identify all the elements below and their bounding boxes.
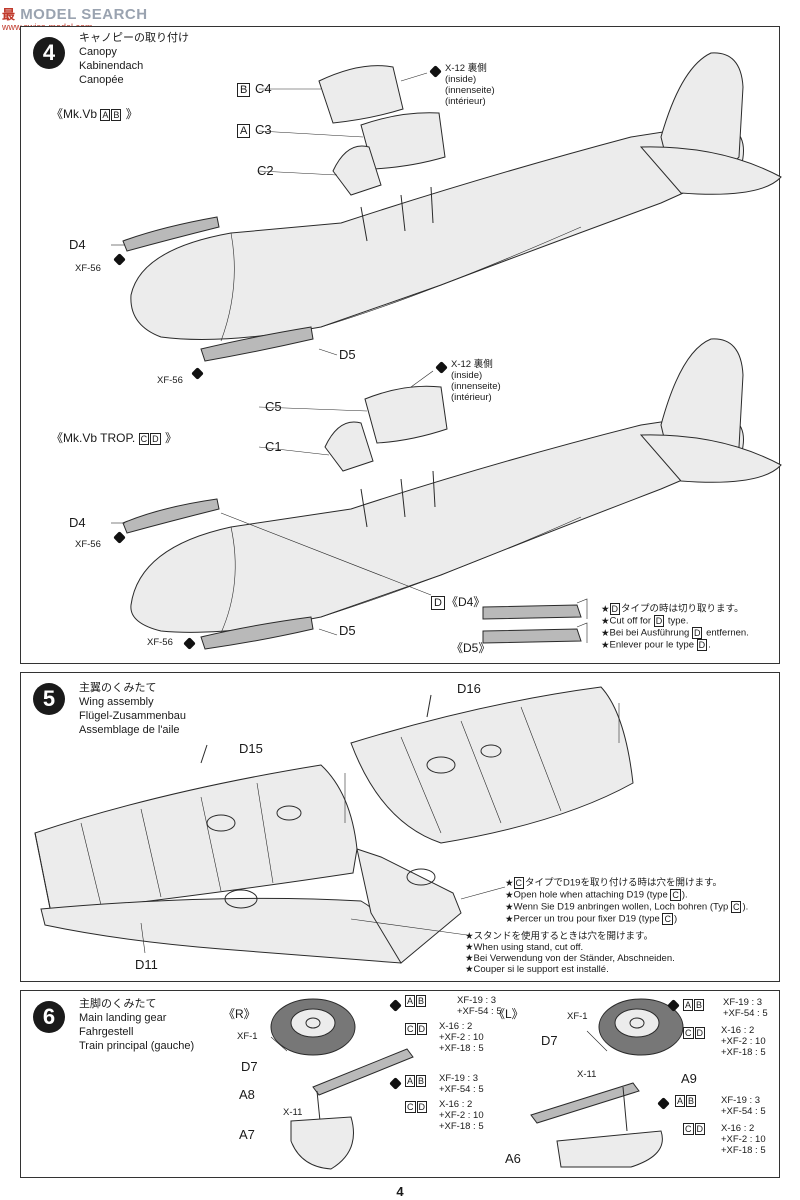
paint-l-1-values: XF-19 : 3+XF-54 : 5 <box>723 997 768 1019</box>
label-l-a6: A6 <box>505 1151 521 1166</box>
note-line: Enlever pour le type D. <box>601 639 749 651</box>
step4-title-en: Canopy <box>79 46 117 58</box>
paint-x12-top: X-12 裏側 (inside) (innenseite) (intérieur… <box>445 63 495 107</box>
note-line: Couper si le support est installé. <box>465 964 675 975</box>
step5-number: 5 <box>33 683 65 715</box>
label-xf56-bottom-a: XF-56 <box>75 539 101 550</box>
step4-title-fr: Canopée <box>79 74 124 86</box>
step5-panel: 5 主翼のくみたて Wing assembly Flügel-Zusammenb… <box>20 672 780 982</box>
note-line: Cut off for D type. <box>601 615 749 627</box>
label-r-x11: X-11 <box>283 1107 303 1118</box>
note-line: Wenn Sie D19 anbringen wollen, Loch bohr… <box>505 901 748 913</box>
label-c3: A C3 <box>237 122 272 138</box>
label-l-a9: A9 <box>681 1071 697 1086</box>
step5-stand-note: スタンドを使用するときは穴を開けます。 When using stand, cu… <box>465 931 675 975</box>
note-line: Percer un trou pour fixer D19 (type C) <box>505 913 748 925</box>
label-d16: D16 <box>457 681 481 696</box>
step5-title: 主翼のくみたて Wing assembly Flügel-Zusammenbau… <box>79 682 186 736</box>
label-d5-ref: 《D5》 <box>451 641 491 655</box>
watermark: 最 MODEL SEARCH <box>2 4 148 23</box>
step4-title: キャノピーの取り付け Canopy Kabinendach Canopée <box>79 31 189 87</box>
step4-title-jp: キャノピーの取り付け <box>79 32 189 44</box>
label-c1: C1 <box>265 439 282 454</box>
label-c4: B C4 <box>237 81 272 97</box>
label-l-d7: D7 <box>541 1033 558 1048</box>
label-r-a8: A8 <box>239 1087 255 1102</box>
label-r-a7: A7 <box>239 1127 255 1142</box>
paint-l-4-values: X-16 : 2+XF-2 : 10+XF-18 : 5 <box>721 1123 766 1156</box>
note-line: When using stand, cut off. <box>465 942 675 953</box>
label-c2: C2 <box>257 163 274 178</box>
label-c5: C5 <box>265 399 282 414</box>
paint-r-1-values: XF-19 : 3+XF-54 : 5 <box>457 995 502 1017</box>
paint-x12-bottom: X-12 裏側 (inside) (innenseite) (intérieur… <box>451 359 501 403</box>
label-xf56-bottom-b: XF-56 <box>147 637 173 648</box>
label-xf56-top-a: XF-56 <box>75 263 101 274</box>
note-line: Bei Verwendung von der Ständer, Abschnei… <box>465 953 675 964</box>
wing-assembly-drawing <box>34 686 634 964</box>
watermark-logo: 最 <box>2 7 16 22</box>
note-line: Open hole when attaching D19 (type C). <box>505 889 748 901</box>
note-line: スタンドを使用するときは穴を開けます。 <box>465 931 675 942</box>
paint-r-3-values: XF-19 : 3+XF-54 : 5 <box>439 1073 484 1095</box>
label-d5-bottom: D5 <box>339 623 356 638</box>
note-line: Bei bei Ausführung D entfernen. <box>601 627 749 639</box>
label-r-xf1: XF-1 <box>237 1031 258 1042</box>
step4-number: 4 <box>33 37 65 69</box>
label-l-x11: X-11 <box>577 1069 597 1080</box>
step4-title-de: Kabinendach <box>79 60 144 72</box>
paint-l-2-values: X-16 : 2+XF-2 : 10+XF-18 : 5 <box>721 1025 766 1058</box>
landing-gear-drawing <box>270 998 684 1170</box>
label-l-xf1: XF-1 <box>567 1011 588 1022</box>
label-right-gear: 《R》 <box>223 1007 256 1021</box>
label-d4-ref: D《D4》 <box>431 593 485 610</box>
label-d15: D15 <box>239 741 263 756</box>
step6-number: 6 <box>33 1001 65 1033</box>
paint-l-3-values: XF-19 : 3+XF-54 : 5 <box>721 1095 766 1117</box>
label-xf56-top-b: XF-56 <box>157 375 183 386</box>
label-d11: D11 <box>135 957 158 972</box>
label-r-d7: D7 <box>241 1059 258 1074</box>
watermark-text: MODEL SEARCH <box>20 6 148 23</box>
label-left-gear: 《L》 <box>493 1007 524 1021</box>
paint-r-4-values: X-16 : 2+XF-2 : 10+XF-18 : 5 <box>439 1099 484 1132</box>
label-d4-bottom: D4 <box>69 515 86 530</box>
step4-panel: 4 キャノピーの取り付け Canopy Kabinendach Canopée … <box>20 26 782 664</box>
label-d4-top: D4 <box>69 237 86 252</box>
label-d5-top: D5 <box>339 347 356 362</box>
page-number: 4 <box>396 1184 404 1199</box>
step6-title: 主脚のくみたて Main landing gear Fahrgestell Tr… <box>79 998 195 1052</box>
paint-r-2-values: X-16 : 2+XF-2 : 10+XF-18 : 5 <box>439 1021 484 1054</box>
step6-panel: 6 主脚のくみたて Main landing gear Fahrgestell … <box>20 990 780 1178</box>
spitfire-top-drawing <box>111 52 782 650</box>
